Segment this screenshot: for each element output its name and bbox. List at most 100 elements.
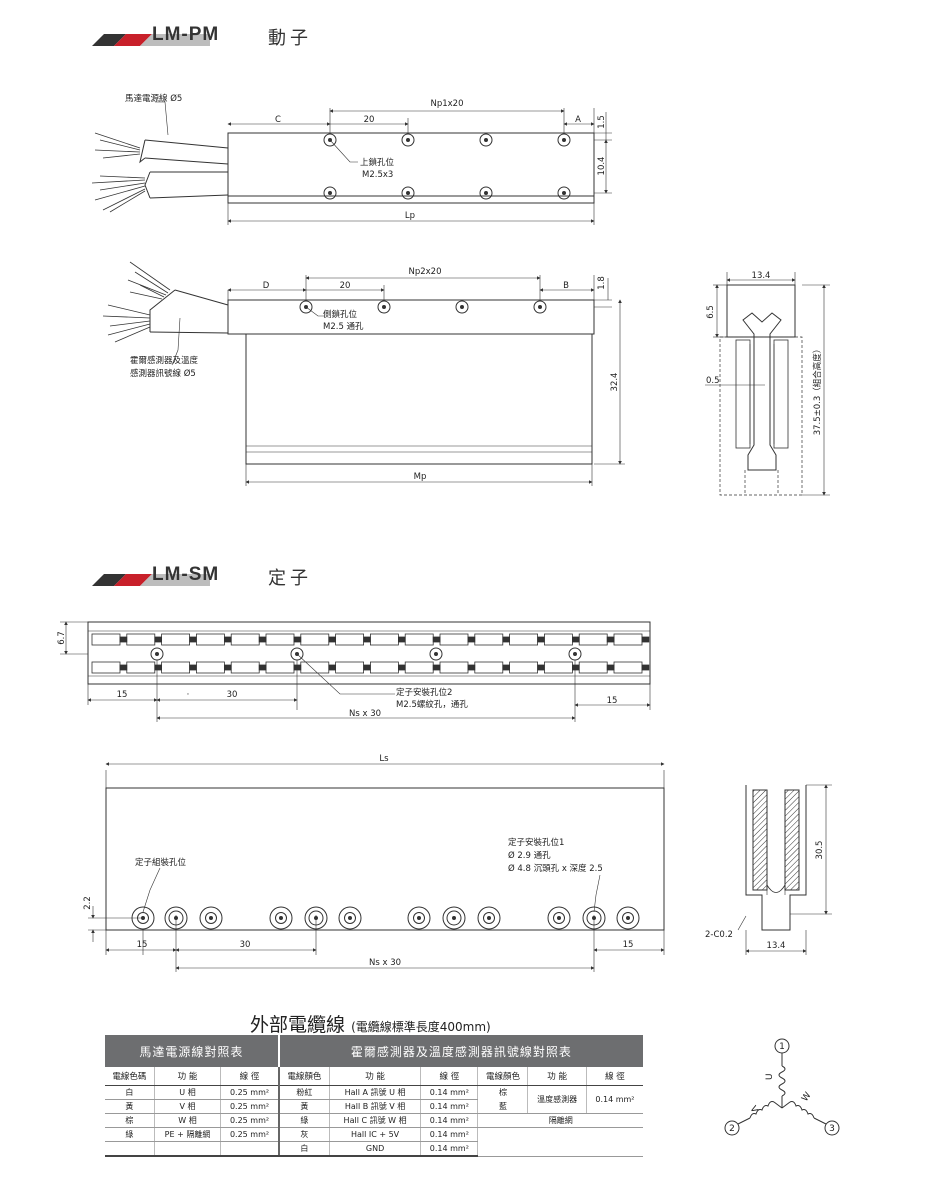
magnet-gap	[572, 636, 580, 643]
sm-assembly-label: 定子組裝孔位	[135, 857, 187, 868]
table-cell: W 相	[154, 1113, 222, 1128]
cable-section-title: 外部電纜線 (電纜線標準長度400mm)	[250, 1010, 491, 1037]
magnet-gap	[189, 636, 197, 643]
dim-6-7: 6.7	[57, 631, 67, 645]
pm-side-top-plate	[227, 299, 595, 335]
magnet-gap	[223, 636, 232, 643]
magnet-segment	[439, 633, 469, 646]
sm-hole1-cbore: Ø 4.8 沉頭孔 x 深度 2.5	[508, 863, 603, 874]
magnet-segment	[195, 661, 225, 674]
table-row: 白 GND 0.14 mm²	[105, 1141, 643, 1157]
magnet-segment	[509, 661, 539, 674]
dim-6-5: 6.5	[706, 305, 716, 319]
coil-u-label: U	[765, 1073, 775, 1080]
magnet-segment	[474, 661, 504, 674]
cable-title: 外部電纜線	[250, 1014, 346, 1036]
dim-1-5: 1.5	[597, 115, 607, 129]
pm-hall-cable-label-2: 感測器訊號線 Ø5	[130, 368, 196, 379]
dim-30-5: 30.5	[815, 841, 825, 860]
table-cell: 灰	[278, 1127, 330, 1142]
magnet-segment	[474, 633, 504, 646]
magnet-gap	[502, 664, 510, 671]
hall-table-header: 霍爾感測器及溫度感測器訊號線對照表	[278, 1035, 643, 1067]
section-header-sm: LM-SM 定子	[90, 564, 350, 589]
mounting-hole-center	[487, 916, 491, 920]
col-header: 線 徑	[220, 1067, 280, 1086]
table-cell: 0.14 mm²	[420, 1085, 479, 1100]
pm-cable-label: 馬達電源線 Ø5	[125, 93, 182, 104]
magnet-gap	[606, 664, 615, 671]
table-cell: 白	[278, 1141, 330, 1157]
dim-30: 30	[240, 940, 251, 950]
header-stripe-icon	[92, 574, 210, 586]
table-cell: 綠	[105, 1127, 155, 1142]
sm-end-view	[737, 784, 832, 955]
table-cell: 0.14 mm²	[420, 1141, 479, 1157]
dim-0-5: 0.5	[706, 376, 720, 386]
magnet-gap	[572, 664, 580, 671]
col-header: 線 徑	[420, 1067, 479, 1086]
magnet-segment	[265, 661, 295, 674]
table-cell: 0.25 mm²	[220, 1113, 280, 1128]
dim-ls: Ls	[379, 754, 389, 764]
dim-ns-30: Ns x 30	[369, 958, 401, 968]
table-cell: 0.14 mm²	[586, 1085, 643, 1114]
magnet-segment	[369, 633, 399, 646]
magnet-segment	[544, 633, 573, 646]
table-cell: 0.14 mm²	[420, 1127, 479, 1142]
magnet-gap	[258, 636, 267, 643]
coil-w-label: W	[800, 1091, 813, 1104]
magnet-gap	[154, 636, 163, 643]
mounting-hole	[205, 912, 217, 924]
magnet-gap	[119, 664, 128, 671]
table-cell: 0.14 mm²	[420, 1113, 479, 1128]
magnet-segment	[300, 633, 330, 646]
pm-top-view	[91, 101, 612, 225]
mounting-hole-center	[209, 916, 213, 920]
table-cell: PE + 隔離網	[154, 1127, 222, 1142]
mounting-hole	[622, 912, 634, 924]
dim-37-5: 37.5±0.3（組合高度）	[812, 345, 823, 436]
table-cell-empty	[477, 1127, 643, 1157]
terminal-3-label: 3	[829, 1124, 835, 1134]
dim-2-2: 2.2	[83, 896, 93, 910]
magnet-segment	[195, 633, 225, 646]
table-row: 棕 W 相 0.25 mm² 綠 Hall C 訊號 W 相 0.14 mm² …	[105, 1113, 643, 1128]
magnet-gap	[119, 636, 128, 643]
magnet-segment	[300, 661, 330, 674]
magnet-segment	[613, 633, 643, 646]
mounting-hole-center	[452, 916, 456, 920]
mounting-hole	[553, 912, 565, 924]
dim-c0-2: 2-C0.2	[705, 930, 733, 940]
table-cell: 棕	[105, 1113, 155, 1128]
section-title: LM-PM	[152, 24, 220, 45]
power-table-header: 馬達電源線對照表	[105, 1035, 280, 1067]
table-cell: 0.25 mm²	[220, 1099, 280, 1114]
magnet-segment	[439, 661, 469, 674]
magnet-gap	[397, 664, 406, 671]
magnet-segment	[230, 633, 260, 646]
pm-hall-cable-label-1: 霍爾感測器及溫度	[130, 355, 199, 366]
dim-20: 20	[340, 281, 351, 291]
magnet-gap	[223, 664, 232, 671]
mounting-hole-center	[626, 916, 630, 920]
sm-side-view	[88, 762, 665, 972]
header-stripe-icon	[92, 34, 210, 46]
terminal-3	[824, 1120, 840, 1136]
magnet-segment	[335, 633, 365, 646]
table-cell: U 相	[154, 1085, 222, 1100]
magnet-segment	[613, 661, 643, 674]
dim-np2: Np2x20	[408, 267, 441, 277]
table-cell: 黃	[105, 1099, 155, 1114]
terminal-2	[724, 1120, 740, 1136]
table-cell: 棕	[477, 1085, 529, 1100]
magnet-gap	[606, 636, 615, 643]
table-cell: GND	[329, 1141, 422, 1157]
dim-32-4: 32.4	[610, 373, 620, 392]
table-cell: 綠	[278, 1113, 330, 1128]
col-header: 電線顏色	[278, 1067, 330, 1086]
magnet-gap	[641, 664, 650, 671]
magnet-segment	[91, 633, 121, 646]
magnet-segment	[161, 661, 191, 674]
dim-np1: Np1x20	[430, 99, 463, 109]
